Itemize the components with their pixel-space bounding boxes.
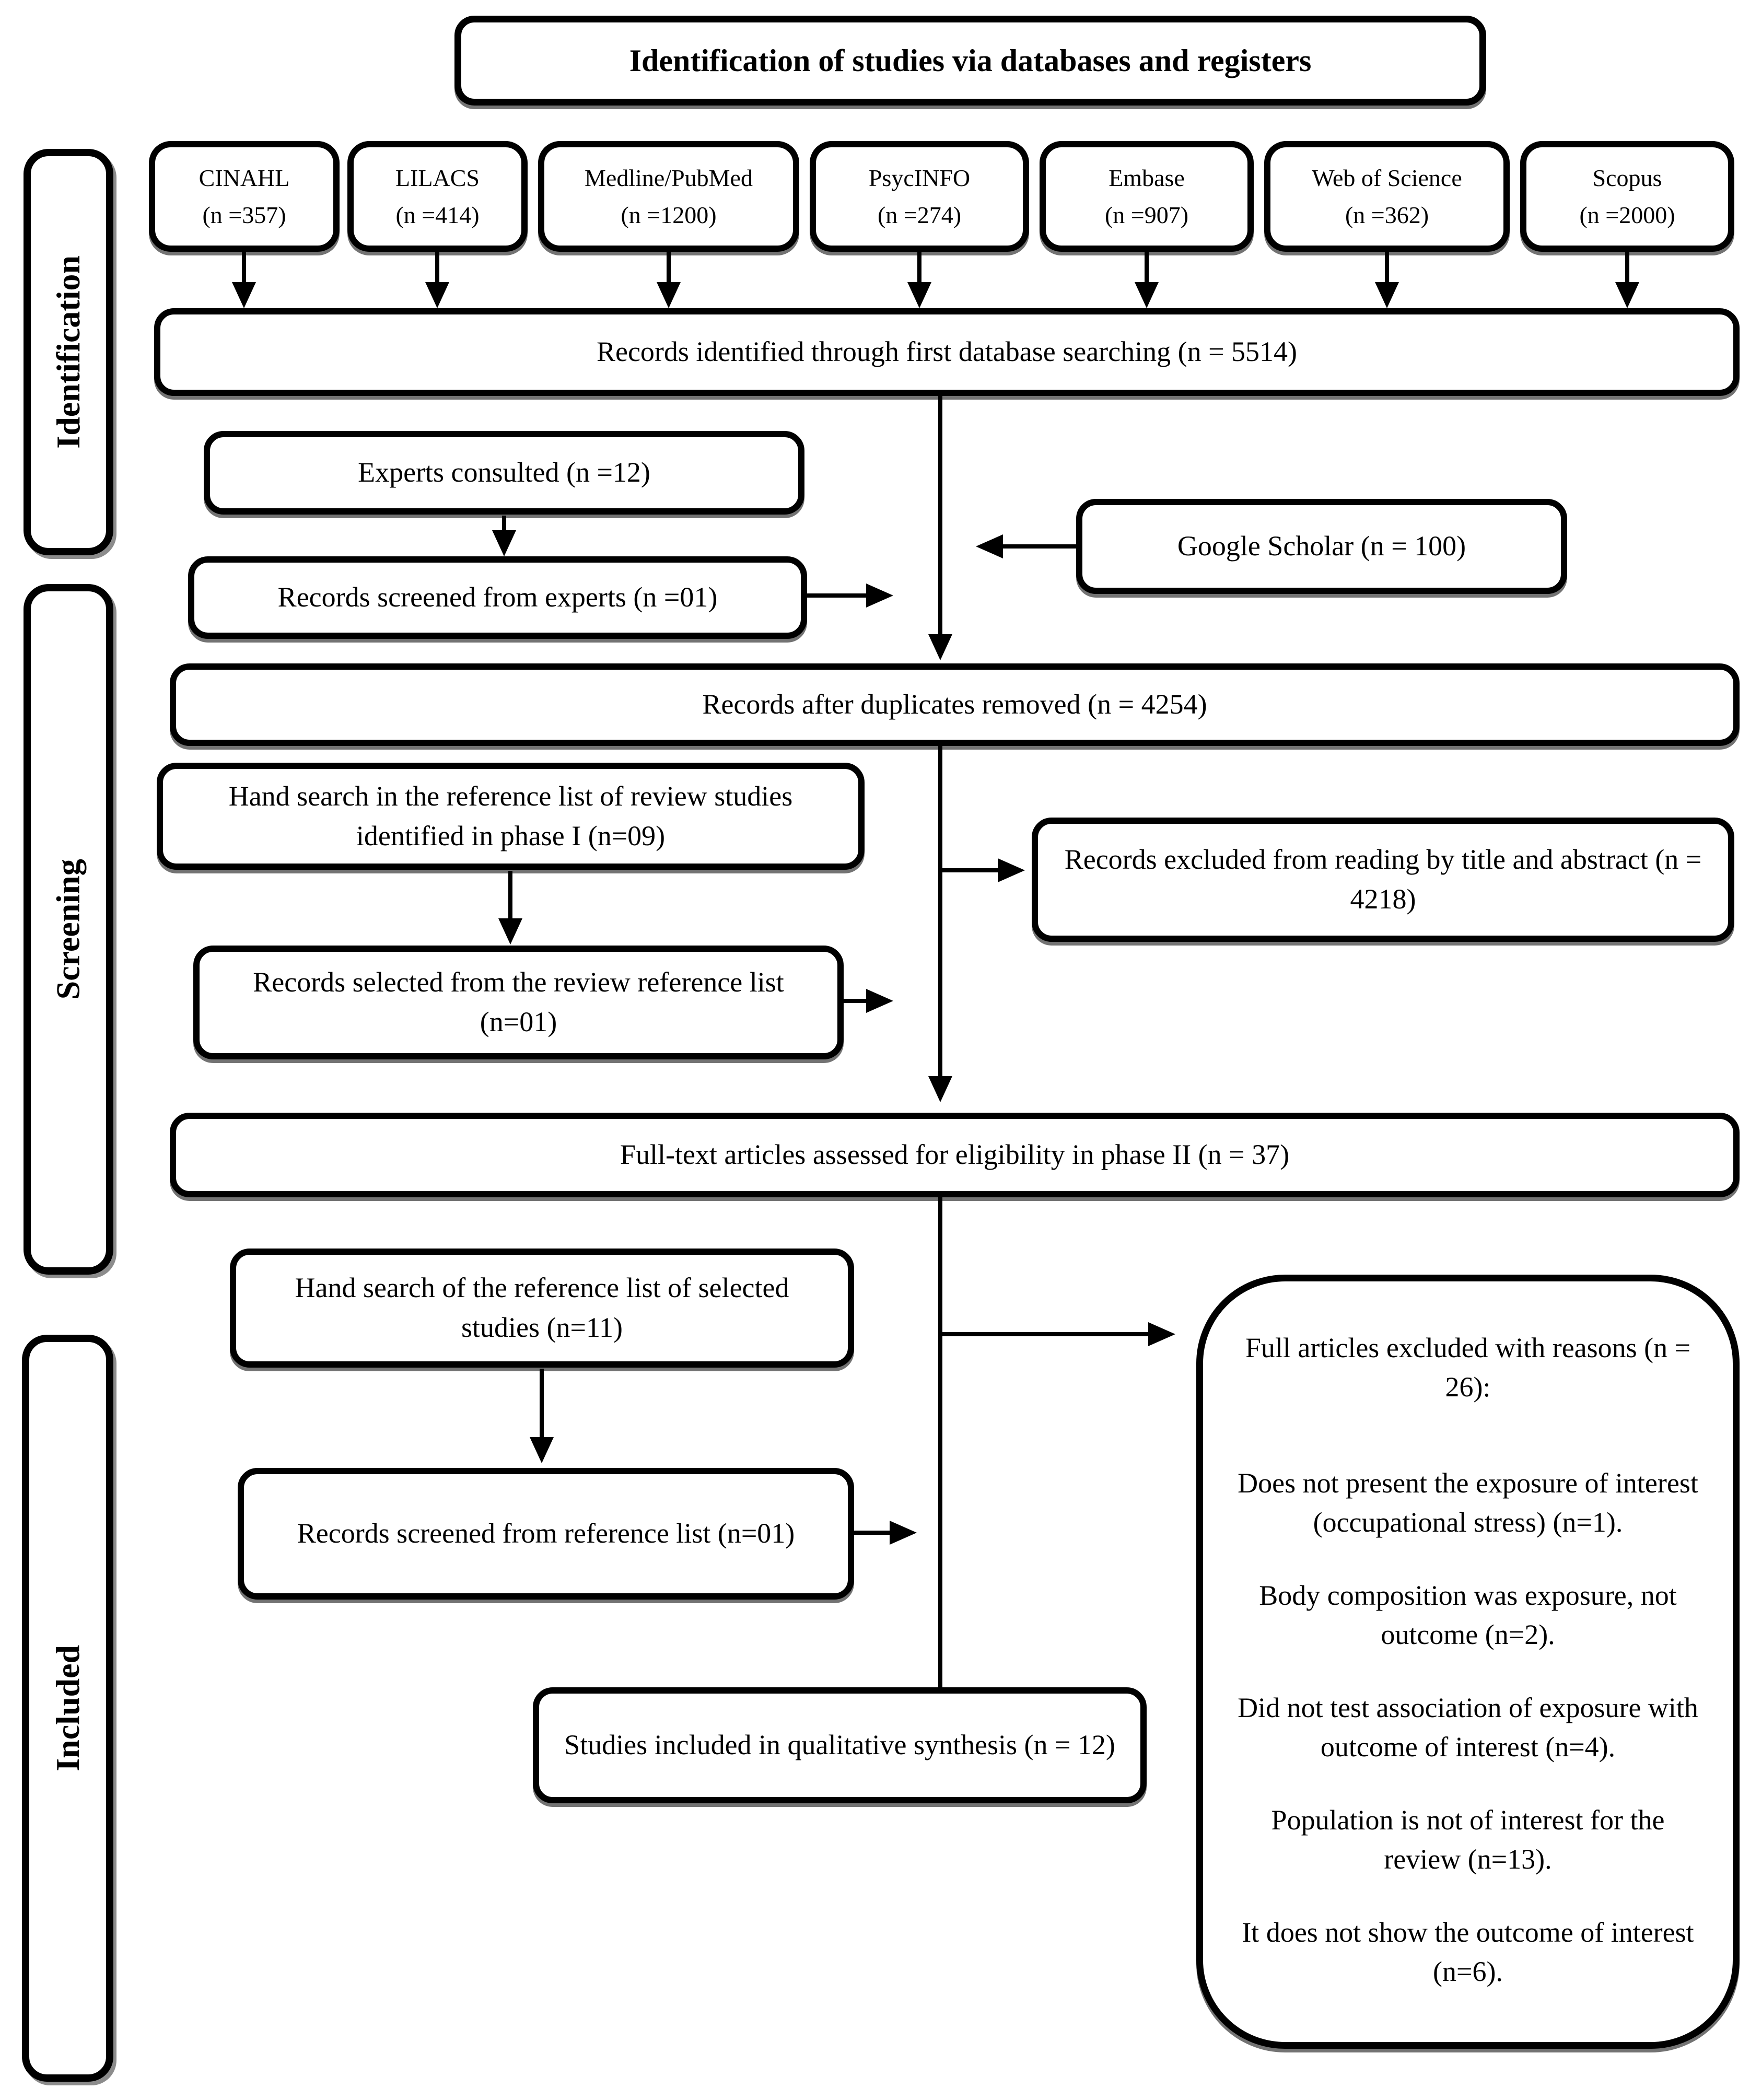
central-line-2 bbox=[938, 746, 942, 1078]
branch-arrow-full-excluded bbox=[1148, 1322, 1175, 1346]
studies-included-box: Studies included in qualitative synthesi… bbox=[533, 1687, 1147, 1803]
diagram-title: Identification of studies via databases … bbox=[629, 43, 1312, 78]
records-after-duplicates-box: Records after duplicates removed (n = 42… bbox=[170, 663, 1740, 746]
arrow-line-scopus bbox=[1625, 252, 1629, 284]
db-name: PsycINFO bbox=[868, 164, 971, 191]
records-selected-review-label: Records selected from the review referen… bbox=[253, 966, 784, 1037]
central-line-3 bbox=[938, 1197, 942, 1690]
excluded-reason-5: It does not show the outcome of interest… bbox=[1242, 1917, 1694, 1987]
google-scholar-box: Google Scholar (n = 100) bbox=[1076, 499, 1567, 594]
sidebar-included: Included bbox=[22, 1335, 113, 2082]
db-count: (n =414) bbox=[395, 202, 480, 228]
arrow-head-cinahl bbox=[232, 282, 256, 308]
db-name: Embase bbox=[1109, 164, 1185, 191]
central-line-1 bbox=[938, 396, 942, 636]
full-articles-excluded-box: Full articles excluded with reasons (n =… bbox=[1196, 1275, 1740, 2049]
records-after-duplicates-label: Records after duplicates removed (n = 42… bbox=[702, 689, 1207, 720]
hand-search-phase1-box: Hand search in the reference list of rev… bbox=[157, 763, 865, 870]
arrow-line-selected-review bbox=[844, 999, 867, 1003]
db-name: Web of Science bbox=[1312, 164, 1462, 191]
full-articles-excluded-header: Full articles excluded with reasons (n =… bbox=[1245, 1332, 1691, 1403]
db-count: (n =362) bbox=[1345, 202, 1429, 228]
arrow-head-experts bbox=[492, 530, 516, 556]
studies-included-label: Studies included in qualitative synthesi… bbox=[564, 1729, 1115, 1761]
arrow-head-google-scholar bbox=[976, 534, 1003, 558]
arrow-line-psycinfo bbox=[917, 252, 921, 284]
google-scholar-label: Google Scholar (n = 100) bbox=[1177, 530, 1466, 562]
arrow-head-selected-review bbox=[866, 989, 893, 1013]
arrow-line-experts bbox=[502, 516, 506, 532]
experts-consulted-box: Experts consulted (n =12) bbox=[204, 431, 804, 515]
db-box-psycinfo: PsycINFO (n =274) bbox=[810, 141, 1029, 252]
fulltext-assessed-box: Full-text articles assessed for eligibil… bbox=[170, 1113, 1740, 1197]
branch-line-excluded-title bbox=[940, 868, 999, 872]
records-excluded-title-abstract-box: Records excluded from reading by title a… bbox=[1032, 818, 1734, 942]
db-box-cinahl: CINAHL (n =357) bbox=[149, 141, 340, 252]
arrow-head-lilacs bbox=[425, 282, 449, 308]
arrow-line-medline bbox=[667, 252, 671, 284]
excluded-reason-3: Did not test association of exposure wit… bbox=[1238, 1692, 1698, 1763]
db-count: (n =274) bbox=[877, 202, 962, 228]
sidebar-identification-label: Identification bbox=[50, 255, 87, 449]
arrow-line-screened-reflist bbox=[854, 1531, 891, 1535]
db-box-scopus: Scopus (n =2000) bbox=[1520, 141, 1734, 252]
arrow-head-medline bbox=[657, 282, 681, 308]
sidebar-identification: Identification bbox=[24, 149, 113, 555]
arrow-head-handsearch1 bbox=[498, 918, 522, 944]
records-screened-experts-label: Records screened from experts (n =01) bbox=[277, 581, 718, 613]
fulltext-assessed-label: Full-text articles assessed for eligibil… bbox=[620, 1139, 1290, 1171]
arrow-line-handsearch1 bbox=[508, 871, 512, 920]
experts-consulted-label: Experts consulted (n =12) bbox=[358, 457, 650, 488]
records-selected-review-box: Records selected from the review referen… bbox=[193, 946, 844, 1059]
arrow-line-cinahl bbox=[242, 252, 246, 284]
db-box-embase: Embase (n =907) bbox=[1040, 141, 1254, 252]
records-screened-reflist-label: Records screened from reference list (n=… bbox=[297, 1518, 795, 1549]
db-name: Scopus bbox=[1592, 164, 1662, 191]
db-count: (n =1200) bbox=[621, 202, 717, 228]
arrow-head-embase bbox=[1135, 282, 1159, 308]
db-name: LILACS bbox=[395, 164, 480, 191]
arrow-line-wos bbox=[1385, 252, 1389, 284]
records-screened-experts-box: Records screened from experts (n =01) bbox=[188, 556, 807, 639]
db-count: (n =907) bbox=[1104, 202, 1189, 228]
hand-search-phase1-label: Hand search in the reference list of rev… bbox=[228, 780, 793, 851]
arrow-head-wos bbox=[1375, 282, 1399, 308]
records-screened-reflist-box: Records screened from reference list (n=… bbox=[238, 1468, 854, 1600]
records-excluded-title-abstract-label: Records excluded from reading by title a… bbox=[1064, 844, 1702, 915]
arrow-line-embase bbox=[1145, 252, 1149, 284]
db-name: Medline/PubMed bbox=[585, 164, 753, 191]
db-name: CINAHL bbox=[199, 164, 290, 191]
excluded-reason-2: Body composition was exposure, not outco… bbox=[1259, 1580, 1677, 1650]
arrow-line-lilacs bbox=[435, 252, 439, 284]
branch-line-full-excluded bbox=[940, 1332, 1149, 1336]
arrow-line-handsearch2 bbox=[540, 1369, 544, 1439]
title-box: Identification of studies via databases … bbox=[454, 16, 1486, 106]
db-count: (n =357) bbox=[202, 202, 286, 228]
records-identified-box: Records identified through first databas… bbox=[154, 308, 1740, 396]
db-box-medline-pubmed: Medline/PubMed (n =1200) bbox=[538, 141, 799, 252]
branch-arrow-excluded-title bbox=[998, 858, 1025, 882]
central-arrow-2 bbox=[928, 1076, 952, 1102]
arrow-head-screened-reflist bbox=[890, 1521, 917, 1545]
records-identified-label: Records identified through first databas… bbox=[596, 336, 1298, 368]
sidebar-included-label: Included bbox=[49, 1645, 86, 1771]
db-box-lilacs: LILACS (n =414) bbox=[347, 141, 528, 252]
arrow-head-scopus bbox=[1615, 282, 1639, 308]
sidebar-screening: Screening bbox=[24, 584, 113, 1275]
arrow-line-screened-experts bbox=[807, 593, 867, 598]
sidebar-screening-label: Screening bbox=[50, 859, 87, 1000]
db-box-web-of-science: Web of Science (n =362) bbox=[1264, 141, 1510, 252]
arrow-head-screened-experts bbox=[866, 584, 893, 608]
db-count: (n =2000) bbox=[1579, 202, 1675, 228]
arrow-head-psycinfo bbox=[907, 282, 931, 308]
central-arrow-1 bbox=[928, 634, 952, 660]
arrow-line-google-scholar bbox=[1003, 544, 1076, 549]
excluded-reason-4: Population is not of interest for the re… bbox=[1271, 1804, 1665, 1875]
hand-search-selected-box: Hand search of the reference list of sel… bbox=[230, 1249, 854, 1368]
arrow-head-handsearch2 bbox=[530, 1437, 554, 1463]
excluded-reason-1: Does not present the exposure of interes… bbox=[1238, 1467, 1698, 1538]
hand-search-selected-label: Hand search of the reference list of sel… bbox=[295, 1272, 789, 1343]
